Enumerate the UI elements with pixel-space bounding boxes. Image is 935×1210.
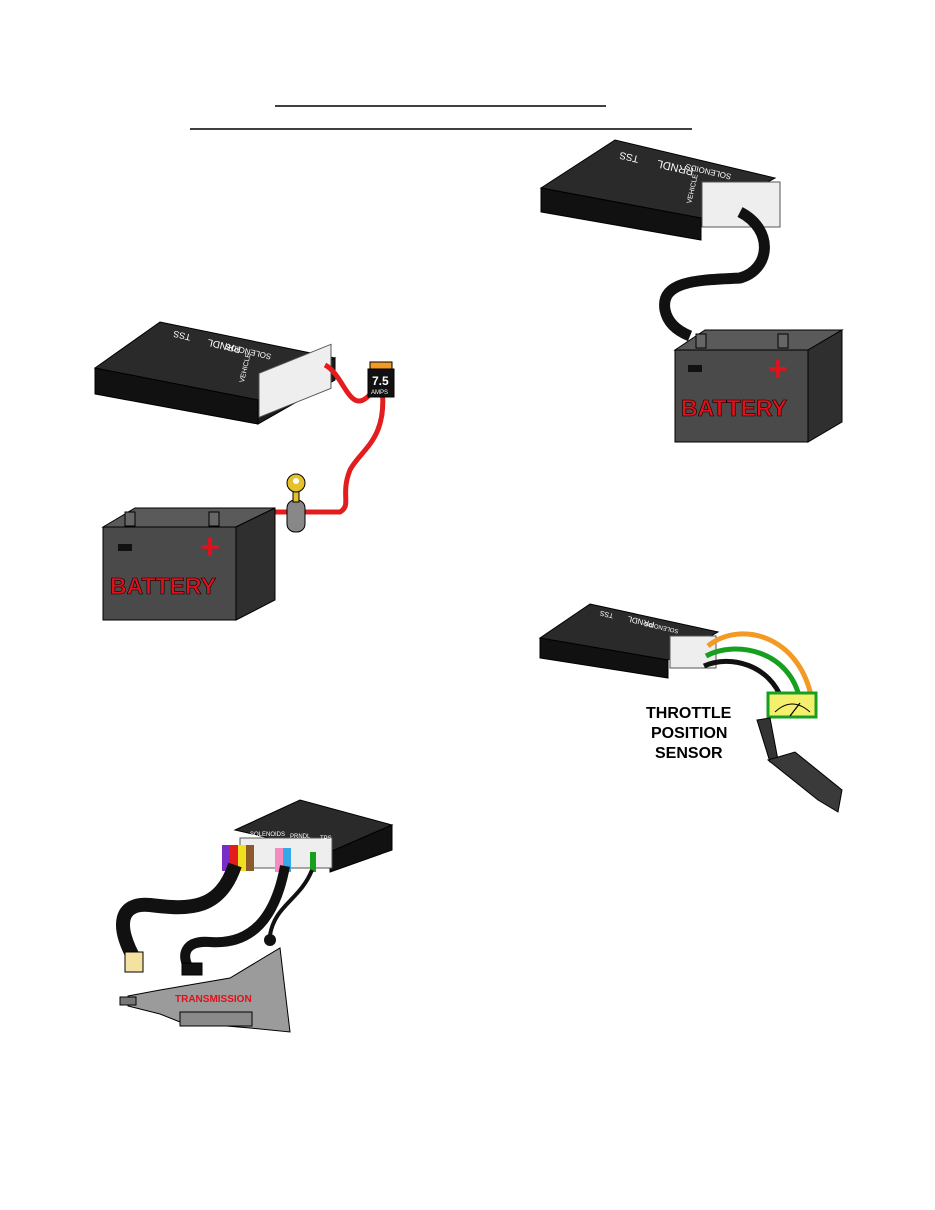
battery-a-label: BATTERY [110,573,216,599]
fuse-value: 7.5 [372,374,389,388]
label-prndl-d: PRNDL [290,834,311,840]
battery-b: + BATTERY [673,329,844,443]
battery-a-plus-icon: + [200,528,220,566]
controller-module-a: TSS PRNDL SOLENOIDS VEHICLE [93,321,337,425]
prndl-harness [180,865,290,973]
ignition-key-switch [286,473,306,533]
sensor-label-line2: POSITION [651,725,727,742]
tps-wire-orange [706,631,815,701]
controller-module-b: TSS PRNDL SOLENOIDS VEHICLE [539,139,781,241]
controller-module-c: TSS PRNDL SOLENOIDS [538,603,720,679]
solenoid-harness [116,862,242,964]
throttle-pedal [756,717,843,813]
transmission-housing: TRANSMISSION [119,947,291,1033]
panel-throttle-position-sensor: TSS PRNDL SOLENOIDS THROTTLE POSITION SE… [538,603,843,813]
fuse-7-5-amp: 7.5 AMPS [367,361,395,398]
panel-power-direct: TSS PRNDL SOLENOIDS VEHICLE + BATTERY [539,139,844,443]
power-harness-black [659,207,770,342]
battery-a: + BATTERY [101,507,276,621]
sensor-label-line3: SENSOR [655,745,723,762]
panel-transmission-harness: SOLENOIDS PRNDL TPS TRANSMISSION [116,799,394,1033]
label-tps-d: TPS [320,836,332,842]
power-wire-red [222,362,386,515]
label-tss-c: TSS [599,609,614,619]
tps-harness [268,869,314,936]
battery-a-minus-icon [118,544,132,551]
label-tss-b: TSS [618,149,640,164]
battery-b-minus-icon [688,365,702,372]
throttle-gauge [766,691,818,719]
panel-power-with-ignition: TSS PRNDL SOLENOIDS VEHICLE 7.5 AMPS [93,321,395,621]
sensor-label-line1: THROTTLE [646,705,732,722]
battery-b-plus-icon: + [768,350,788,388]
tps-wire-green [704,646,803,701]
transmission-label: TRANSMISSION [175,994,252,1005]
fuse-unit: AMPS [371,390,388,396]
label-solenoids-d: SOLENOIDS [250,832,285,838]
tps-wire-black [702,658,785,701]
battery-b-label: BATTERY [681,395,787,421]
label-tss-a: TSS [172,329,191,343]
